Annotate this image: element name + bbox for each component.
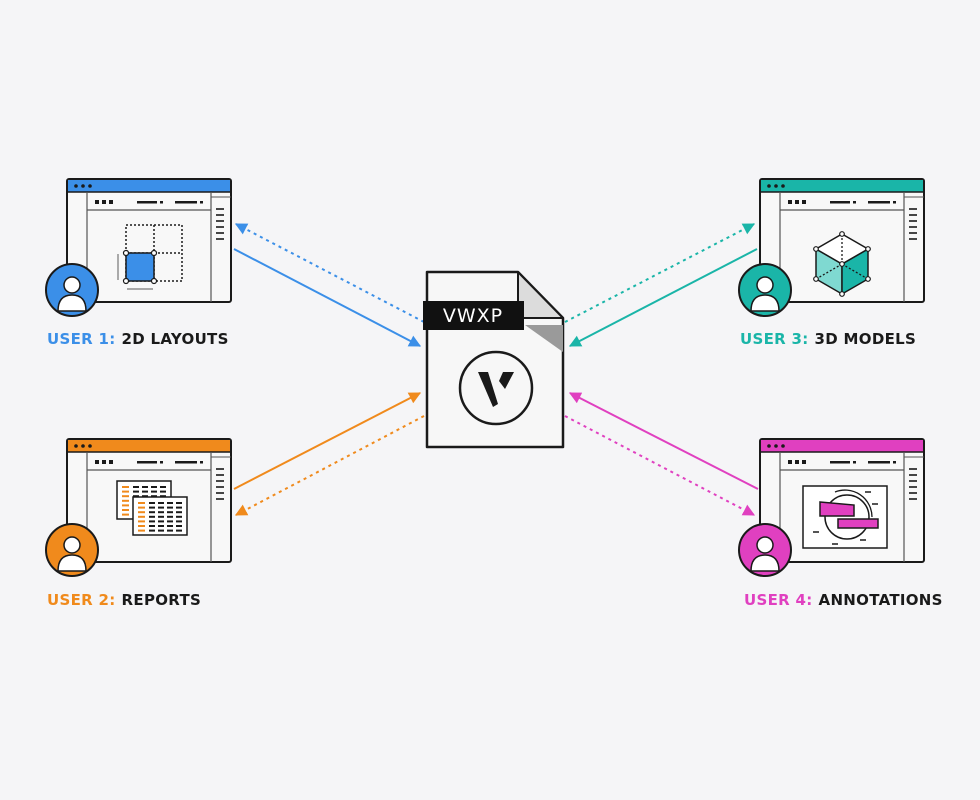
annotations-icon: [802, 485, 888, 549]
toolbar-square: [102, 460, 106, 464]
window-titlebar: [761, 180, 923, 192]
user-icon-head: [63, 276, 81, 294]
label-user3-title: 3D MODELS: [814, 330, 917, 348]
2d-layout-icon: [117, 224, 183, 290]
connection-user4: [564, 392, 759, 516]
vectorworks-logo-icon: [478, 372, 514, 407]
window-titlebar: [761, 440, 923, 452]
window-dot: [774, 184, 778, 188]
toolbar-square: [802, 460, 806, 464]
label-user2-prefix: USER 2:: [47, 591, 116, 609]
arrow-solid-user1-to-file: [233, 248, 422, 347]
toolbar-square: [95, 460, 99, 464]
label-user1-prefix: USER 1:: [47, 330, 116, 348]
label-user2: USER 2: REPORTS: [47, 591, 201, 609]
label-user1-title: 2D LAYOUTS: [121, 330, 229, 348]
vwxp-file-icon: VWXP: [423, 270, 565, 449]
label-user4-prefix: USER 4:: [744, 591, 813, 609]
label-user4-title: ANNOTATIONS: [818, 591, 943, 609]
toolbar-square: [788, 200, 792, 204]
arrow-dotted-file-to-user1: [234, 223, 425, 323]
file-tag-text: VWXP: [443, 305, 503, 327]
connection-user2: [233, 392, 425, 516]
window-dot: [81, 184, 85, 188]
arrow-solid-user4-to-file: [568, 392, 759, 490]
user4-avatar: [738, 523, 792, 577]
connection-user3: [564, 223, 758, 347]
file-tag-bg: [423, 301, 524, 330]
user-icon-body: [750, 294, 780, 312]
label-user2-title: REPORTS: [121, 591, 202, 609]
toolbar-square: [95, 200, 99, 204]
3d-cube-icon: [813, 231, 871, 297]
user-icon-head: [756, 276, 774, 294]
label-user4: USER 4: ANNOTATIONS: [744, 591, 943, 609]
window-dot: [767, 184, 771, 188]
user1-app-window: [66, 178, 232, 303]
user1-avatar: [45, 263, 99, 317]
toolbar-square: [802, 200, 806, 204]
user-icon-body: [750, 554, 780, 572]
toolbar-square: [788, 460, 792, 464]
window-dot: [88, 444, 92, 448]
label-user3-prefix: USER 3:: [740, 330, 809, 348]
window-dot: [88, 184, 92, 188]
window-dot: [81, 444, 85, 448]
label-user3: USER 3: 3D MODELS: [740, 330, 916, 348]
window-dot: [74, 444, 78, 448]
arrow-dotted-file-to-user3: [564, 223, 756, 323]
window-titlebar: [68, 180, 230, 192]
window-dot: [781, 184, 785, 188]
vectorworks-logo-circle: [458, 350, 534, 426]
toolbar-square: [109, 460, 113, 464]
user2-avatar: [45, 523, 99, 577]
window-dot: [781, 444, 785, 448]
window-dot: [774, 444, 778, 448]
user-icon-body: [57, 294, 87, 312]
user3-avatar: [738, 263, 792, 317]
toolbar-square: [795, 460, 799, 464]
user2-app-window: [66, 438, 232, 563]
user4-app-window: [759, 438, 925, 563]
window-dot: [74, 184, 78, 188]
reports-icon: [116, 480, 188, 536]
arrow-solid-user2-to-file: [233, 392, 422, 490]
connection-user1: [233, 223, 425, 347]
arrow-dotted-file-to-user4: [564, 415, 756, 516]
arrow-solid-user3-to-file: [568, 248, 758, 347]
window-titlebar: [68, 440, 230, 452]
user-icon-head: [756, 536, 774, 554]
toolbar-square: [102, 200, 106, 204]
user-icon-head: [63, 536, 81, 554]
toolbar-square: [109, 200, 113, 204]
label-user1: USER 1: 2D LAYOUTS: [47, 330, 229, 348]
toolbar-square: [795, 200, 799, 204]
window-dot: [767, 444, 771, 448]
user-icon-body: [57, 554, 87, 572]
arrow-dotted-file-to-user2: [234, 415, 425, 516]
